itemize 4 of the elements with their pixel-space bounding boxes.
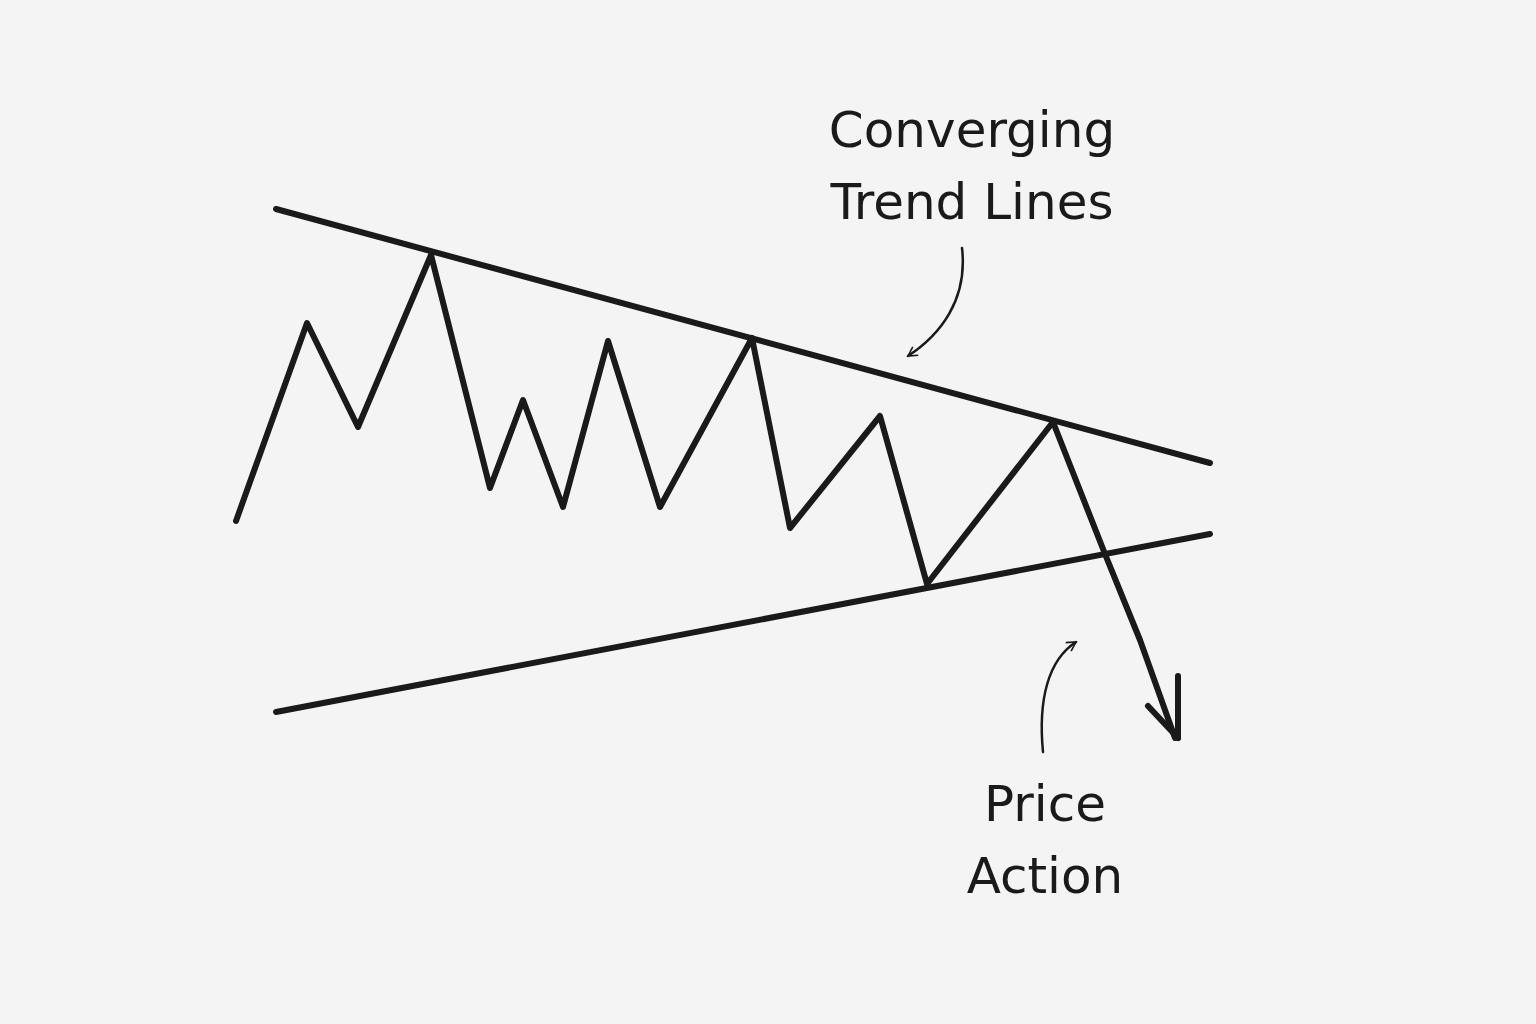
leader-line — [1040, 640, 1078, 754]
leader-line — [906, 246, 965, 358]
callout-text: Converging Trend Lines — [792, 94, 1152, 238]
callout-text: Price Action — [935, 768, 1155, 912]
